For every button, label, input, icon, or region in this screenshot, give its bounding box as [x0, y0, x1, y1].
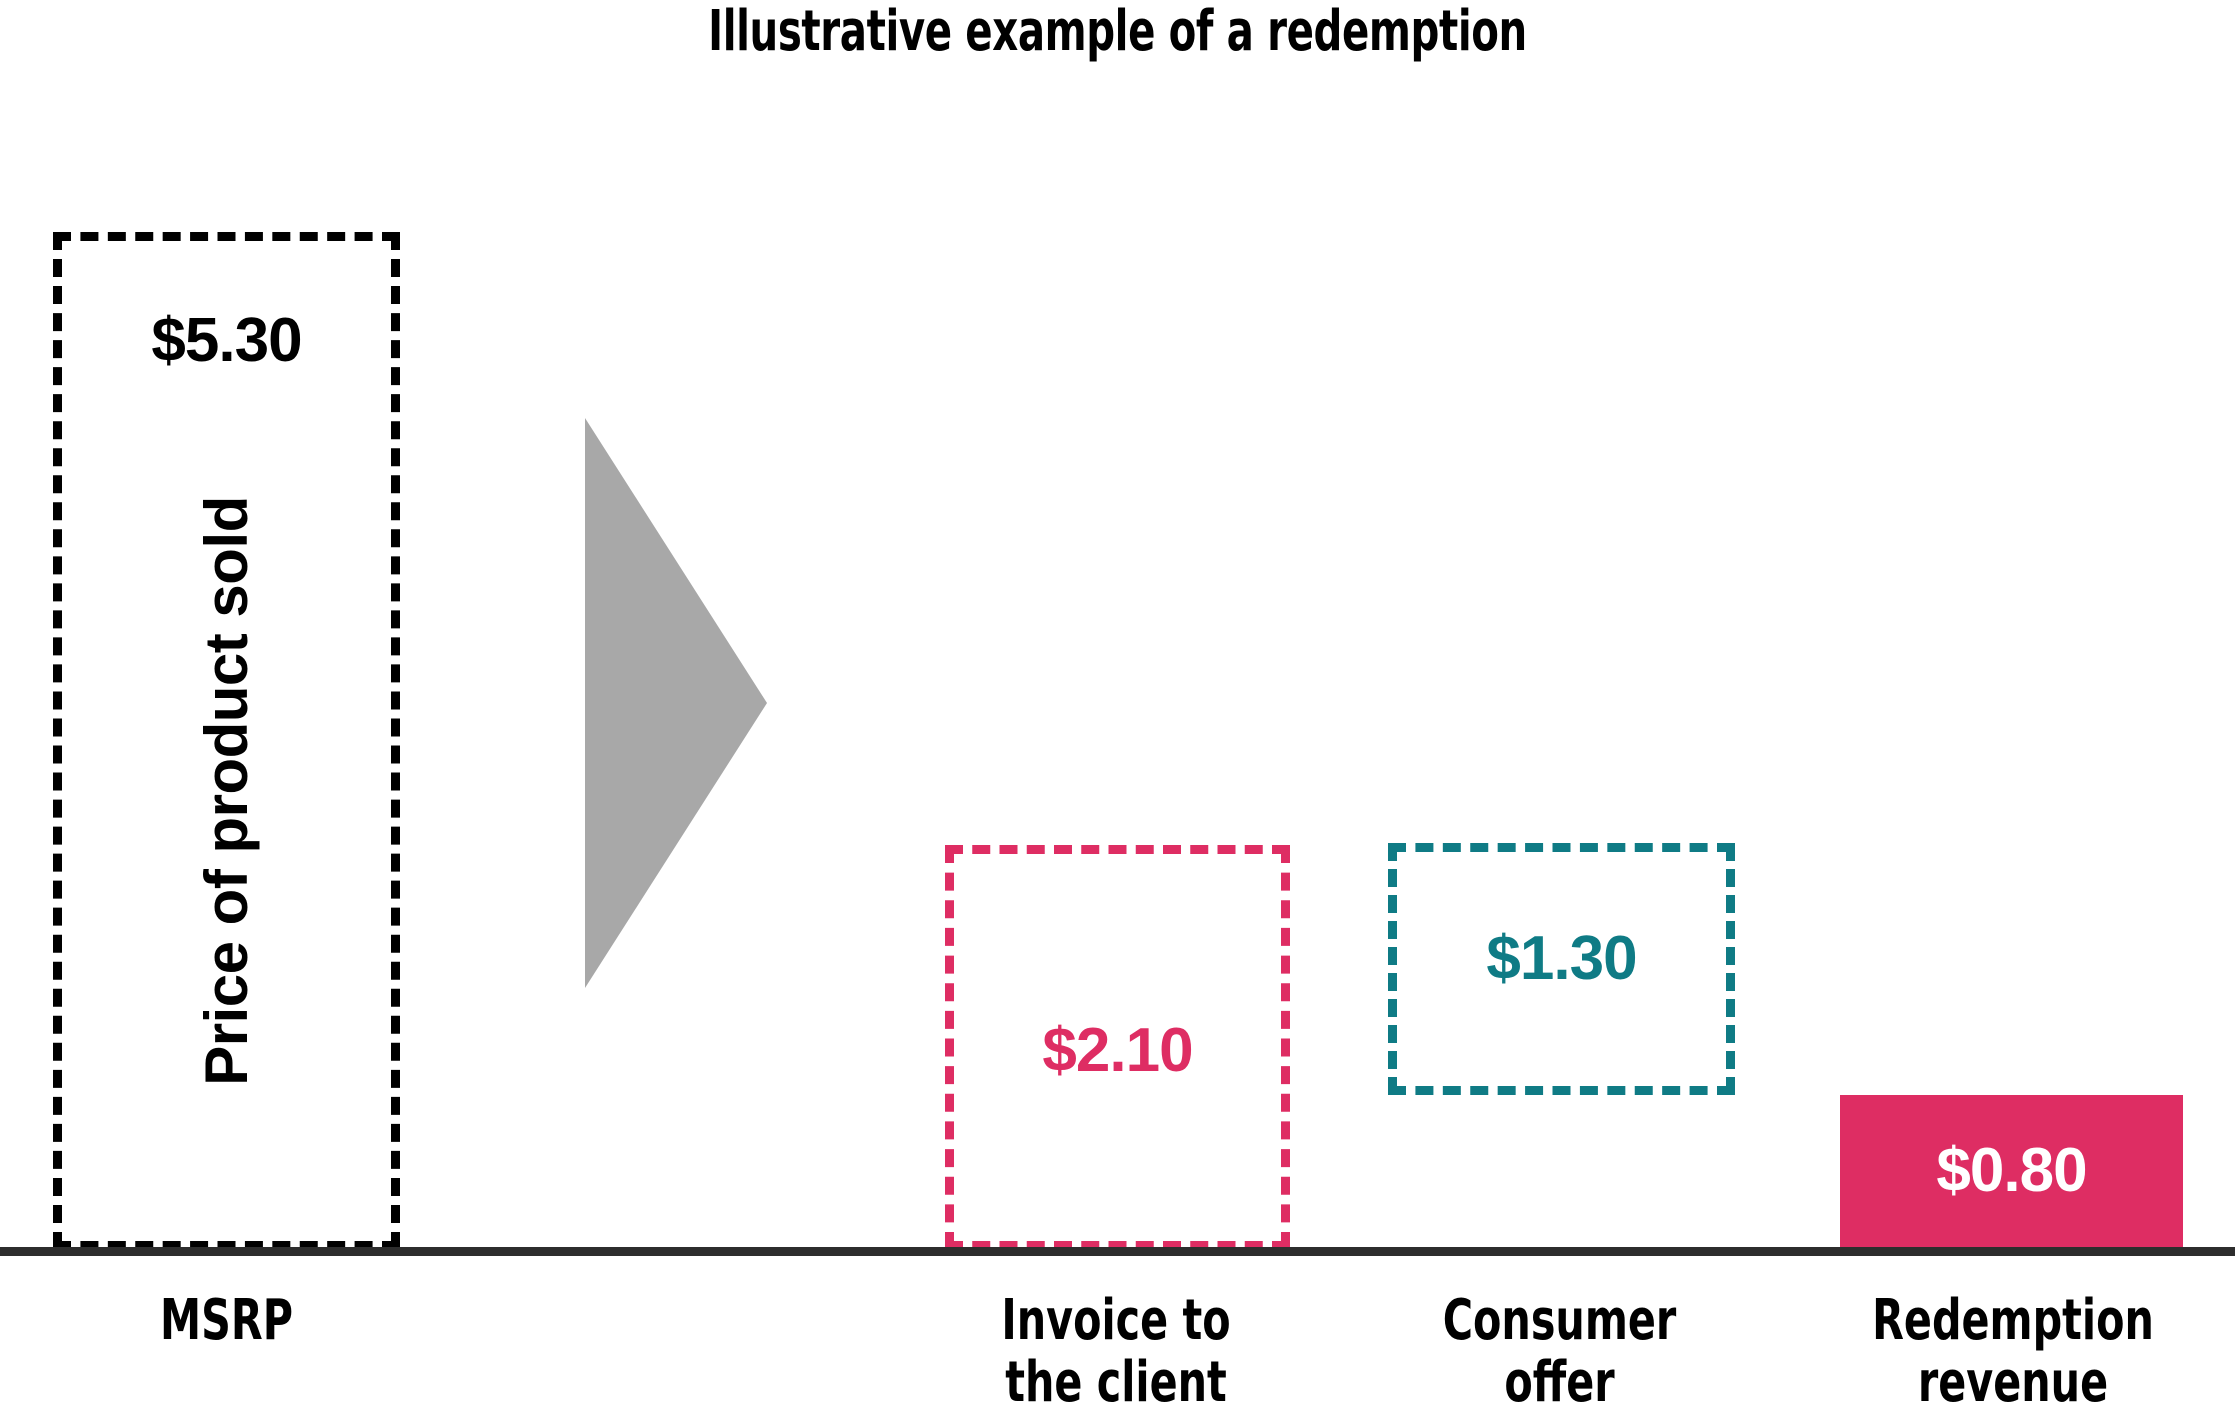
x-axis-label-line1: MSRP — [160, 1288, 293, 1353]
x-axis-line — [0, 1247, 2235, 1256]
x-axis-label-line2: the client — [1005, 1350, 1227, 1415]
value-label-redemption: $0.80 — [1936, 1136, 2087, 1205]
bar-msrp[interactable] — [53, 232, 400, 1250]
x-axis-label-invoice-to-the-client: Invoice to the client — [963, 1290, 1268, 1414]
bar-invoice-to-the-client[interactable] — [945, 845, 1290, 1250]
value-label-consumer: $1.30 — [1486, 924, 1637, 993]
right-arrow-icon — [585, 418, 767, 988]
value-label-invoice: $2.10 — [1042, 1016, 1193, 1085]
x-axis-label-redemption-revenue: Redemption revenue — [1861, 1290, 2164, 1414]
value-label-msrp: $5.30 — [151, 306, 302, 375]
x-axis-label-line1: Consumer — [1442, 1288, 1677, 1353]
x-axis-label-line2: offer — [1504, 1350, 1615, 1415]
page-title: Illustrative example of a redemption — [708, 0, 1527, 64]
x-axis-label-line1: Redemption — [1872, 1288, 2154, 1353]
bar-redemption-revenue[interactable] — [1840, 1095, 2183, 1248]
x-axis-label-line1: Invoice to — [1001, 1288, 1231, 1353]
x-axis-label-line2: revenue — [1917, 1350, 2109, 1415]
x-axis-label-msrp: MSRP — [84, 1290, 369, 1352]
x-axis-label-consumer-offer: Consumer offer — [1406, 1290, 1714, 1414]
bar-consumer-offer[interactable] — [1388, 843, 1735, 1095]
